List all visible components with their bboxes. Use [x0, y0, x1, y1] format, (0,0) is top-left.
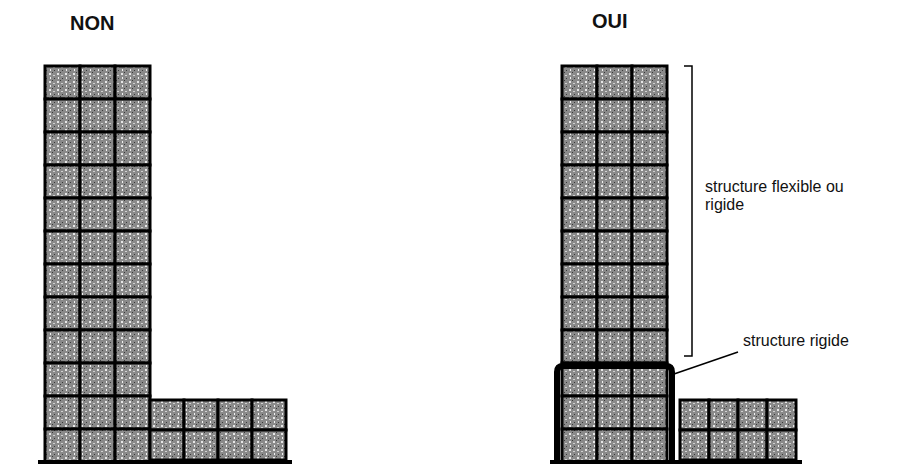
- building-cell: [597, 231, 632, 264]
- building-cell: [597, 264, 632, 297]
- building-cell: [150, 430, 184, 460]
- building-cell: [80, 165, 115, 198]
- building-cell: [632, 66, 667, 99]
- building-cell: [597, 198, 632, 231]
- building-cell: [709, 400, 738, 430]
- building-cell: [597, 396, 632, 429]
- building-cell: [597, 297, 632, 330]
- building-cell: [632, 231, 667, 264]
- building-cell: [150, 400, 184, 430]
- building-cell: [115, 198, 150, 231]
- building-cell: [632, 198, 667, 231]
- building-cell: [738, 430, 767, 460]
- building-cell: [45, 165, 80, 198]
- structure-label: structure flexible ou rigide: [705, 178, 845, 215]
- building-cell: [597, 429, 632, 462]
- building-cell: [115, 231, 150, 264]
- ground-line: [38, 460, 292, 464]
- building-cell: [562, 396, 597, 429]
- building-cell: [184, 400, 218, 430]
- building-cell: [80, 66, 115, 99]
- building-cell: [597, 66, 632, 99]
- heading-label: NON: [70, 12, 114, 35]
- building-cell: [45, 297, 80, 330]
- building-cell: [45, 363, 80, 396]
- ground-line: [550, 460, 802, 464]
- building-cell: [632, 99, 667, 132]
- building-cell: [80, 297, 115, 330]
- building-cell: [115, 297, 150, 330]
- building-cell: [597, 99, 632, 132]
- building-cell: [80, 99, 115, 132]
- building-cell: [680, 430, 709, 460]
- building-cell: [562, 231, 597, 264]
- building-cell: [80, 132, 115, 165]
- building-cell: [115, 165, 150, 198]
- building-cell: [218, 430, 252, 460]
- building-cell: [562, 99, 597, 132]
- building-cell: [680, 400, 709, 430]
- building-cell: [738, 400, 767, 430]
- building-cell: [632, 330, 667, 363]
- building-cell: [115, 330, 150, 363]
- building-cell: [252, 400, 286, 430]
- heading-label: OUI: [592, 10, 628, 33]
- building-cell: [632, 264, 667, 297]
- building-cell: [45, 429, 80, 462]
- building-cell: [562, 297, 597, 330]
- building-cell: [562, 66, 597, 99]
- building-cell: [45, 132, 80, 165]
- building-cell: [45, 99, 80, 132]
- building-cell: [80, 429, 115, 462]
- building-cell: [562, 429, 597, 462]
- building-cell: [80, 264, 115, 297]
- building-cell: [80, 363, 115, 396]
- building-cell: [632, 165, 667, 198]
- building-cell: [767, 430, 796, 460]
- building-cell: [562, 330, 597, 363]
- building-cell: [597, 132, 632, 165]
- building-cell: [632, 297, 667, 330]
- building-cell: [562, 264, 597, 297]
- building-cell: [115, 363, 150, 396]
- building-cell: [597, 165, 632, 198]
- building-cell: [632, 132, 667, 165]
- building-cell: [45, 231, 80, 264]
- leader-line: [674, 352, 738, 374]
- building-cell: [80, 396, 115, 429]
- rigid-base-outline: [557, 366, 672, 460]
- building-cell: [80, 231, 115, 264]
- building-cell: [218, 400, 252, 430]
- building-cell: [115, 396, 150, 429]
- building-cell: [767, 400, 796, 430]
- building-cell: [80, 330, 115, 363]
- building-cell: [45, 330, 80, 363]
- building-cell: [45, 396, 80, 429]
- building-cell: [115, 132, 150, 165]
- building-cell: [632, 429, 667, 462]
- building-cell: [115, 429, 150, 462]
- building-cell: [115, 99, 150, 132]
- building-cell: [709, 430, 738, 460]
- building-cell: [632, 396, 667, 429]
- building-cells: [45, 66, 796, 462]
- building-cell: [45, 66, 80, 99]
- building-cell: [115, 66, 150, 99]
- building-cell: [562, 165, 597, 198]
- building-cell: [184, 430, 218, 460]
- building-cell: [597, 330, 632, 363]
- building-cell: [562, 198, 597, 231]
- building-cell: [115, 264, 150, 297]
- structure-label: structure rigide: [743, 332, 849, 350]
- building-cell: [252, 430, 286, 460]
- building-cell: [45, 198, 80, 231]
- bracket: [684, 66, 692, 356]
- building-cell: [80, 198, 115, 231]
- building-cell: [562, 132, 597, 165]
- building-cell: [45, 264, 80, 297]
